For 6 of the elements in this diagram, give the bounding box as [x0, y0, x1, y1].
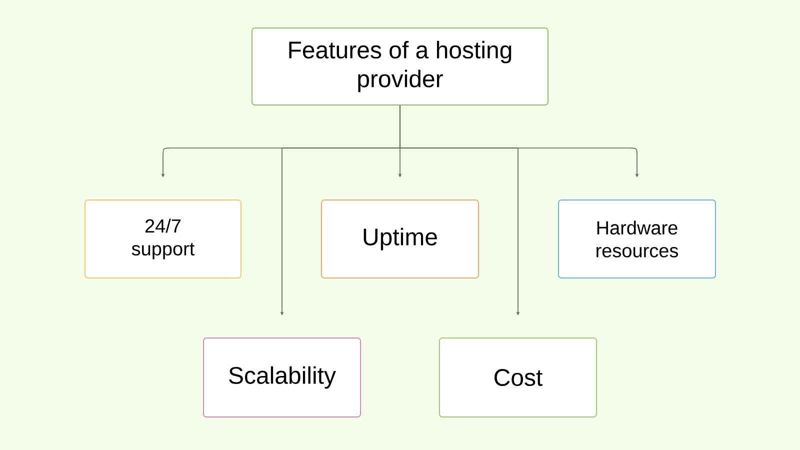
feature-box: Hardware resources: [558, 200, 716, 278]
topic-box: Features of a hosting provider: [252, 28, 548, 106]
feature-box: Cost: [439, 338, 597, 418]
feature-box: 24/7 support: [84, 200, 242, 278]
feature-box: Scalability: [203, 338, 361, 418]
feature-box: Uptime: [321, 200, 479, 278]
